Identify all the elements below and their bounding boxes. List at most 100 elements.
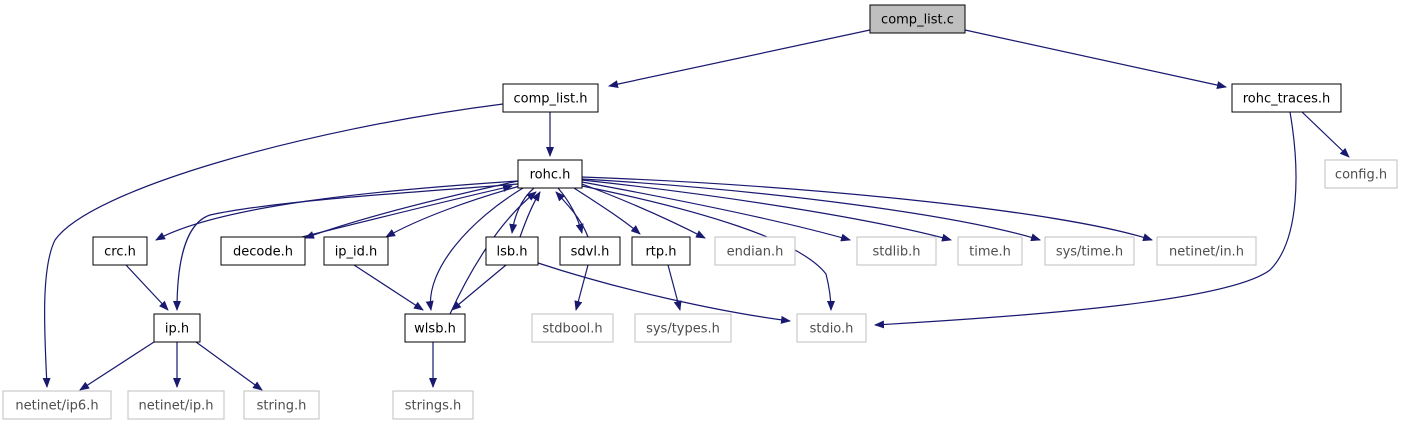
- node-label: string.h: [257, 399, 307, 414]
- node-box: [856, 236, 937, 266]
- node-layer: comp_list.c comp_list.h rohc_traces.hconfi…: [2, 4, 1398, 420]
- edge-decode-h-to-rohc-h: [297, 184, 513, 239]
- node-label: rohc.h: [530, 168, 571, 183]
- node-wlsb-h[interactable]: wlsb.h: [404, 313, 466, 343]
- node-label: comp_list.c: [881, 13, 954, 28]
- node-label: netinet/in.h: [1169, 245, 1244, 260]
- node-ip-id-h[interactable]: ip_id.h: [323, 236, 389, 266]
- node-box: [517, 159, 583, 189]
- node-box: [404, 313, 466, 343]
- edge-lsb-h-to-rohc-h: [519, 191, 541, 238]
- edge-rohc-h-to-stdlib-h: [581, 181, 851, 242]
- edge-rohc-h-to-sdvl-h: [557, 187, 584, 234]
- node-config-h[interactable]: config.h: [1324, 159, 1398, 189]
- node-box: [634, 313, 732, 343]
- edge-rohc-h-to-lsb-h: [509, 187, 535, 234]
- node-box: [220, 236, 306, 266]
- node-sys-types-h[interactable]: sys/types.h: [634, 313, 732, 343]
- node-label: lsb.h: [496, 245, 527, 260]
- edge-rohc-h-to-wlsb-h: [425, 187, 524, 311]
- node-label: stdbool.h: [542, 322, 602, 337]
- node-decode-h[interactable]: decode.h: [220, 236, 306, 266]
- node-box: [1156, 236, 1257, 266]
- node-label: sdvl.h: [571, 245, 610, 260]
- edge-comp-list-c-to-rohc-traces-h: [964, 29, 1227, 89]
- node-box: [1231, 83, 1342, 113]
- node-box: [127, 390, 225, 420]
- node-lsb-h[interactable]: lsb.h: [485, 236, 539, 266]
- node-box: [559, 236, 621, 266]
- node-stdlib-h[interactable]: stdlib.h: [856, 236, 937, 266]
- node-comp-list-h[interactable]: comp_list.h: [502, 83, 599, 113]
- edge-crc-h-to-ip-h: [125, 264, 169, 311]
- node-label: config.h: [1335, 168, 1387, 183]
- node-label: netinet/ip6.h: [15, 399, 98, 414]
- edge-lsb-h-to-wlsb-h: [451, 264, 507, 311]
- node-stdio-h[interactable]: stdio.h: [796, 313, 867, 343]
- node-label: ip.h: [165, 322, 189, 337]
- node-box: [869, 4, 966, 34]
- edge-layer: [42, 29, 1350, 391]
- edge-rohc-traces-h-to-stdio-h: [874, 111, 1297, 329]
- edge-rtp-h-to-sys-types-h: [667, 264, 682, 311]
- node-comp-list-c[interactable]: comp_list.c: [869, 4, 966, 34]
- node-box: [392, 390, 474, 420]
- node-box: [92, 236, 148, 266]
- node-time-h[interactable]: time.h: [957, 236, 1023, 266]
- edge-rohc-h-to-rtp-h: [573, 187, 641, 235]
- node-label: rohc_traces.h: [1243, 92, 1331, 107]
- edge-sdvl-h-to-rohc-h: [555, 191, 589, 238]
- node-label: crc.h: [104, 245, 136, 260]
- node-rohc-traces-h[interactable]: rohc_traces.h: [1231, 83, 1342, 113]
- node-box: [796, 313, 867, 343]
- edge-rohc-h-to-ip-h: [173, 183, 519, 311]
- edge-lsb-h-to-stdio-h: [537, 262, 791, 324]
- node-label: ip_id.h: [335, 245, 378, 260]
- edge-rohc-h-to-crc-h: [155, 180, 519, 241]
- node-label: comp_list.h: [514, 92, 588, 107]
- node-label: netinet/ip.h: [139, 399, 214, 414]
- node-box: [714, 236, 796, 266]
- node-string-h[interactable]: string.h: [243, 390, 320, 420]
- node-label: rtp.h: [645, 245, 676, 260]
- edge-sdvl-h-to-stdbool-h: [574, 264, 589, 311]
- node-crc-h[interactable]: crc.h: [92, 236, 148, 266]
- edge-rohc-h-to-sys-time-h: [581, 178, 1041, 242]
- node-box: [957, 236, 1023, 266]
- node-sys-time-h[interactable]: sys/time.h: [1044, 236, 1135, 266]
- node-rohc-h[interactable]: rohc.h: [517, 159, 583, 189]
- edge-rohc-h-to-endian-h: [581, 183, 706, 239]
- edge-rohc-h-to-netinet-in-h: [581, 176, 1153, 242]
- edge-ip-id-h-to-wlsb-h: [353, 264, 424, 311]
- node-ip-h[interactable]: ip.h: [153, 313, 201, 343]
- node-box: [153, 313, 201, 343]
- node-strings-h[interactable]: strings.h: [392, 390, 474, 420]
- node-box: [502, 83, 599, 113]
- node-netinet-in-h[interactable]: netinet/in.h: [1156, 236, 1257, 266]
- node-rtp-h[interactable]: rtp.h: [631, 236, 691, 266]
- node-label: strings.h: [405, 399, 461, 414]
- node-label: sys/types.h: [646, 322, 720, 337]
- edge-comp-list-c-to-comp-list-h: [608, 29, 871, 89]
- edge-ip-h-to-netinet-ip6-h: [79, 341, 155, 391]
- node-sdvl-h[interactable]: sdvl.h: [559, 236, 621, 266]
- node-box: [1324, 159, 1398, 189]
- node-label: sys/time.h: [1056, 245, 1123, 260]
- node-label: stdio.h: [810, 322, 854, 337]
- node-box: [243, 390, 320, 420]
- node-box: [323, 236, 389, 266]
- node-box: [2, 390, 112, 420]
- node-netinet-ip6-h[interactable]: netinet/ip6.h: [2, 390, 112, 420]
- node-label: decode.h: [233, 245, 293, 260]
- node-netinet-ip-h[interactable]: netinet/ip.h: [127, 390, 225, 420]
- node-label: endian.h: [727, 245, 784, 260]
- node-stdbool-h[interactable]: stdbool.h: [531, 313, 614, 343]
- node-box: [1044, 236, 1135, 266]
- node-endian-h[interactable]: endian.h: [714, 236, 796, 266]
- edge-comp-list-h-to-netinet-ip6-h: [42, 103, 504, 388]
- node-label: stdlib.h: [873, 245, 921, 260]
- edge-rohc-traces-h-to-config-h: [1301, 111, 1350, 158]
- node-box: [531, 313, 614, 343]
- node-box: [631, 236, 691, 266]
